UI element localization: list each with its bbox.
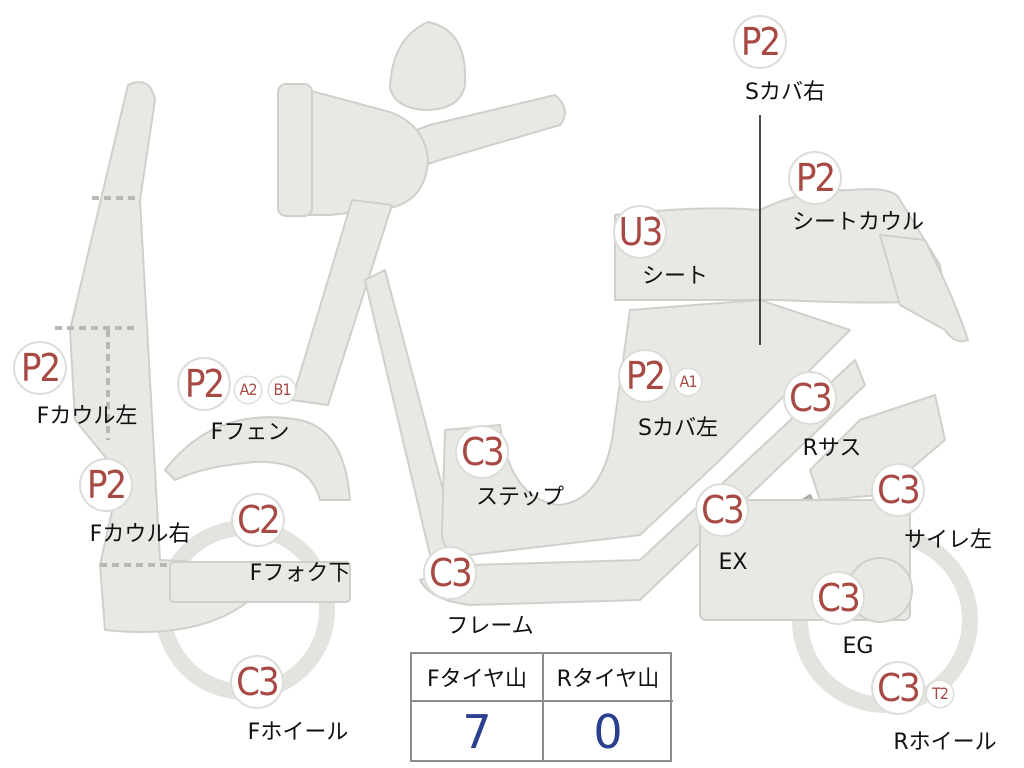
label-r-wheel: Rホイール	[893, 730, 997, 755]
front-tire-column: Fタイヤ山 7	[412, 654, 544, 760]
mirror-shape	[389, 21, 467, 111]
grade-badge-f-cowl-left: P2	[15, 343, 65, 393]
scooter-body	[69, 21, 978, 713]
grade-badge-s-cover-right: P2	[735, 17, 785, 67]
label-f-cowl-right: Fカウル右	[89, 522, 191, 547]
front-tire-header: Fタイヤ山	[412, 654, 542, 702]
grade-badge-r-wheel: C3	[873, 663, 923, 713]
front-cowl-shape	[69, 81, 251, 633]
label-frame: フレーム	[446, 614, 534, 639]
grade-badge-step: C3	[457, 427, 507, 477]
label-f-fork-lower: Fフォク下	[249, 561, 351, 586]
grade-badge-r-suspension: C3	[785, 373, 835, 423]
label-step: ステップ	[475, 485, 565, 510]
front-fender-shape	[164, 416, 351, 501]
rear-tire-header: Rタイヤ山	[543, 654, 673, 702]
rear-tire-column: Rタイヤ山 0	[543, 654, 673, 760]
label-f-fender: Fフェン	[210, 420, 290, 445]
label-r-suspension: Rサス	[802, 436, 862, 461]
label-f-wheel: Fホイール	[247, 720, 349, 745]
label-seat: シート	[641, 264, 709, 289]
extra-badge-s-cover-left: A1	[675, 369, 701, 395]
rear-tire-value: 0	[593, 705, 623, 759]
cowl-dashed-lines	[55, 196, 168, 567]
rear-cowl-shape	[879, 234, 969, 343]
grade-badge-seat-cowl: P2	[790, 153, 840, 203]
extra-badge-f-fender-1: A2	[235, 377, 261, 403]
extra-badge-f-fender-2: B1	[269, 377, 295, 403]
label-f-cowl-left: Fカウル左	[36, 404, 138, 429]
extra-badge-r-wheel: T2	[927, 681, 953, 707]
headlight-shape	[299, 87, 429, 216]
grade-badge-f-fork-lower: C2	[233, 495, 283, 545]
label-exhaust: EX	[718, 550, 748, 575]
grade-badge-f-wheel: C3	[232, 657, 282, 707]
label-s-cover-left: Sカバ左	[638, 416, 718, 441]
grade-badge-exhaust: C3	[697, 485, 747, 535]
steering-column-shape	[291, 199, 393, 406]
label-s-cover-right: Sカバ右	[745, 80, 825, 105]
headlight-lens-shape	[277, 83, 313, 217]
grade-badge-seat: U3	[615, 207, 665, 257]
front-tire-value: 7	[462, 705, 492, 759]
grade-badge-silencer-left: C3	[873, 465, 923, 515]
label-silencer-left: サイレ左	[903, 528, 993, 553]
grade-badge-f-cowl-right: P2	[81, 460, 131, 510]
seat-shape	[614, 188, 946, 304]
grade-badge-engine: C3	[813, 573, 863, 623]
front-fork-lower-shape	[169, 561, 351, 603]
label-engine: EG	[842, 634, 874, 659]
label-seat-cowl: シートカウル	[791, 210, 925, 235]
grade-badge-f-fender: P2	[179, 359, 229, 409]
grade-badge-frame: C3	[425, 548, 475, 598]
tire-tread-table: Fタイヤ山 7 Rタイヤ山 0	[410, 652, 673, 762]
grade-badge-s-cover-left: P2	[620, 351, 670, 401]
